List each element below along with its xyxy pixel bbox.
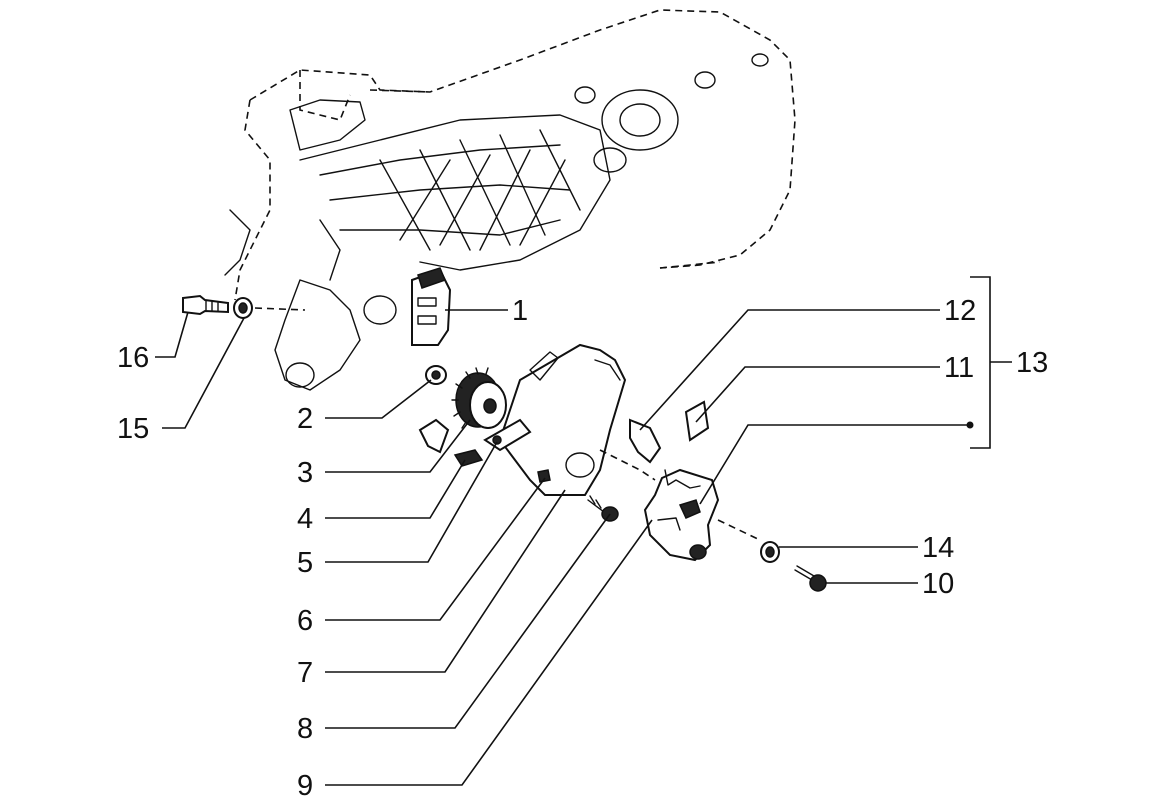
callout-13: 13 <box>1016 347 1048 379</box>
callout-14: 14 <box>922 532 954 564</box>
leader-lines <box>155 276 1012 786</box>
part-2-drawing <box>425 365 447 385</box>
part-8-drawing <box>587 495 619 522</box>
callout-6: 6 <box>297 605 313 637</box>
callout-4: 4 <box>297 503 313 535</box>
part-1-drawing <box>411 267 452 346</box>
callout-1: 1 <box>512 295 528 327</box>
part-3-gear-drawing <box>451 367 507 429</box>
part-14-10-drawing <box>760 541 827 592</box>
crankcase-drawing <box>224 9 796 391</box>
callout-7: 7 <box>297 657 313 689</box>
callout-labels: 1 2 3 4 5 6 7 8 9 10 11 12 13 14 15 16 <box>117 295 1048 800</box>
callout-10: 10 <box>922 568 954 600</box>
callout-2: 2 <box>297 403 313 435</box>
callout-16: 16 <box>117 342 149 374</box>
callout-11: 11 <box>944 352 974 384</box>
callout-9: 9 <box>297 770 313 800</box>
callout-3: 3 <box>297 457 313 489</box>
part-4-drawing <box>418 418 484 467</box>
callout-5: 5 <box>297 547 313 579</box>
part-16-15-drawing <box>182 294 306 319</box>
oil-pump-drawing <box>629 400 761 562</box>
callout-12: 12 <box>944 295 976 327</box>
callout-8: 8 <box>297 713 313 745</box>
callout-15: 15 <box>117 413 149 445</box>
